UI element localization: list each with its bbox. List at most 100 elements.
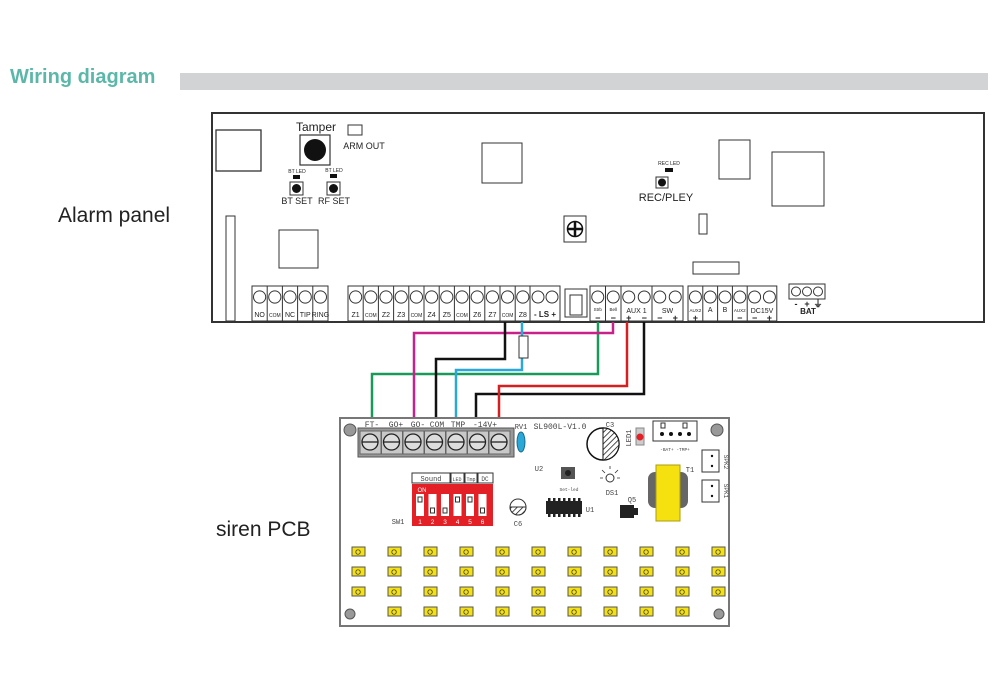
led-icon: O xyxy=(639,566,654,577)
terminal-screw-icon[interactable] xyxy=(379,290,393,304)
terminal-screw-icon[interactable] xyxy=(591,290,605,304)
led-glyph: O xyxy=(607,588,613,597)
terminal-screw-icon[interactable] xyxy=(748,290,762,304)
led-glyph: O xyxy=(355,588,361,597)
wire-2 xyxy=(412,322,615,420)
terminal-screw-icon[interactable] xyxy=(718,290,732,304)
terminal-screw-icon[interactable] xyxy=(409,290,423,304)
alarm-panel-board: Tamper ARM OUT BT LED BT LED BT SET RF S… xyxy=(211,112,985,323)
dip-lever xyxy=(480,507,485,514)
panel-connector-strip xyxy=(225,215,236,322)
led-icon: O xyxy=(711,546,726,557)
dip-group-label: LED xyxy=(452,477,461,483)
terminal-screw-icon[interactable] xyxy=(516,290,530,304)
led-body xyxy=(423,586,438,597)
led-icon: O xyxy=(531,586,546,597)
led-body xyxy=(567,586,582,597)
t1-transformer xyxy=(655,464,681,522)
bat-pin-icon[interactable] xyxy=(791,286,801,297)
tamper-resistor xyxy=(518,335,529,359)
dc15v-label: DC15V xyxy=(751,308,774,315)
terminal-screw-icon[interactable] xyxy=(470,290,484,304)
terminal-screw-icon[interactable] xyxy=(622,290,636,304)
terminal-screw-icon[interactable] xyxy=(313,290,327,304)
led-icon: O xyxy=(711,566,726,577)
led-glyph: O xyxy=(571,568,577,577)
connector-pin-icon xyxy=(660,432,664,436)
terminal-screw-icon[interactable] xyxy=(762,290,776,304)
led-glyph: O xyxy=(643,608,649,617)
bat-pin-icon[interactable] xyxy=(802,286,812,297)
terminal-screw-icon[interactable] xyxy=(268,290,282,304)
led-body xyxy=(423,546,438,557)
led-icon: O xyxy=(423,606,438,617)
led-body xyxy=(639,566,654,577)
dip-lever xyxy=(467,496,473,503)
polarity-label: − xyxy=(657,313,662,323)
terminal-label: A xyxy=(708,307,713,314)
terminal-label: NC xyxy=(285,312,295,319)
siren-terminal-label: -14V+ xyxy=(473,421,497,430)
terminal-screw-icon[interactable] xyxy=(455,290,469,304)
dip-switch-1[interactable] xyxy=(416,494,424,516)
polarity-label: + xyxy=(626,313,631,323)
dip-switch-4[interactable] xyxy=(453,494,462,516)
mounting-hole-icon xyxy=(344,608,356,620)
terminal-screw-icon[interactable] xyxy=(733,290,747,304)
dip-switch-6[interactable] xyxy=(478,494,487,516)
wire-1 xyxy=(370,322,600,420)
u2-label: U2 xyxy=(535,466,543,474)
terminal-screw-icon[interactable] xyxy=(253,290,267,304)
led-icon: O xyxy=(603,566,618,577)
wire-4 xyxy=(454,322,524,420)
terminal-label: AUX2 xyxy=(734,308,746,313)
led-body xyxy=(603,606,618,617)
dip-on-label: ON xyxy=(418,488,427,494)
dip-lever xyxy=(417,496,423,503)
terminal-screw-icon[interactable] xyxy=(485,290,499,304)
terminal-screw-icon[interactable] xyxy=(283,290,297,304)
led-icon: O xyxy=(675,546,690,557)
siren-terminal-label: FT- xyxy=(365,421,379,430)
terminal-screw-icon[interactable] xyxy=(668,290,682,304)
terminal-screw-icon[interactable] xyxy=(606,290,620,304)
rec-led-label: REC LED xyxy=(658,161,680,167)
terminal-label: COM xyxy=(502,313,514,319)
set-led-button-icon xyxy=(565,470,571,476)
led-body xyxy=(603,586,618,597)
terminal-screw-icon[interactable] xyxy=(688,290,702,304)
led-body xyxy=(495,606,510,617)
terminal-screw-icon[interactable] xyxy=(501,290,515,304)
bat-polarity: + xyxy=(804,299,809,309)
terminal-screw-icon[interactable] xyxy=(298,290,312,304)
panel-chip xyxy=(215,129,262,172)
siren-output-block xyxy=(589,285,684,322)
led-glyph: O xyxy=(535,588,541,597)
terminal-screw-icon[interactable] xyxy=(545,290,559,304)
terminal-screw-icon[interactable] xyxy=(637,290,651,304)
dip-number: 5 xyxy=(468,519,472,526)
terminal-screw-icon[interactable] xyxy=(653,290,667,304)
terminal-screw-icon[interactable] xyxy=(425,290,439,304)
led-glyph: O xyxy=(535,568,541,577)
terminal-screw-icon[interactable] xyxy=(394,290,408,304)
dip-switch-3[interactable] xyxy=(441,494,449,516)
ic-pin xyxy=(578,514,581,517)
terminal-screw-icon[interactable] xyxy=(440,290,454,304)
terminal-screw-icon[interactable] xyxy=(531,290,545,304)
spk2-connector xyxy=(701,449,720,473)
potentiometer-cross-icon xyxy=(568,222,582,236)
dip-switch-2[interactable] xyxy=(428,494,437,516)
terminal-label: TIP xyxy=(300,312,311,319)
led-icon: O xyxy=(567,546,582,557)
terminal-screw-icon[interactable] xyxy=(364,290,378,304)
led-icon: O xyxy=(639,606,654,617)
terminal-screw-icon[interactable] xyxy=(349,290,363,304)
bat-pin-icon[interactable] xyxy=(813,286,823,297)
led-body xyxy=(531,566,546,577)
dip-switch-5[interactable] xyxy=(466,494,474,516)
bat-polarity: ⏚ xyxy=(813,299,822,309)
terminal-screw-icon[interactable] xyxy=(703,290,717,304)
